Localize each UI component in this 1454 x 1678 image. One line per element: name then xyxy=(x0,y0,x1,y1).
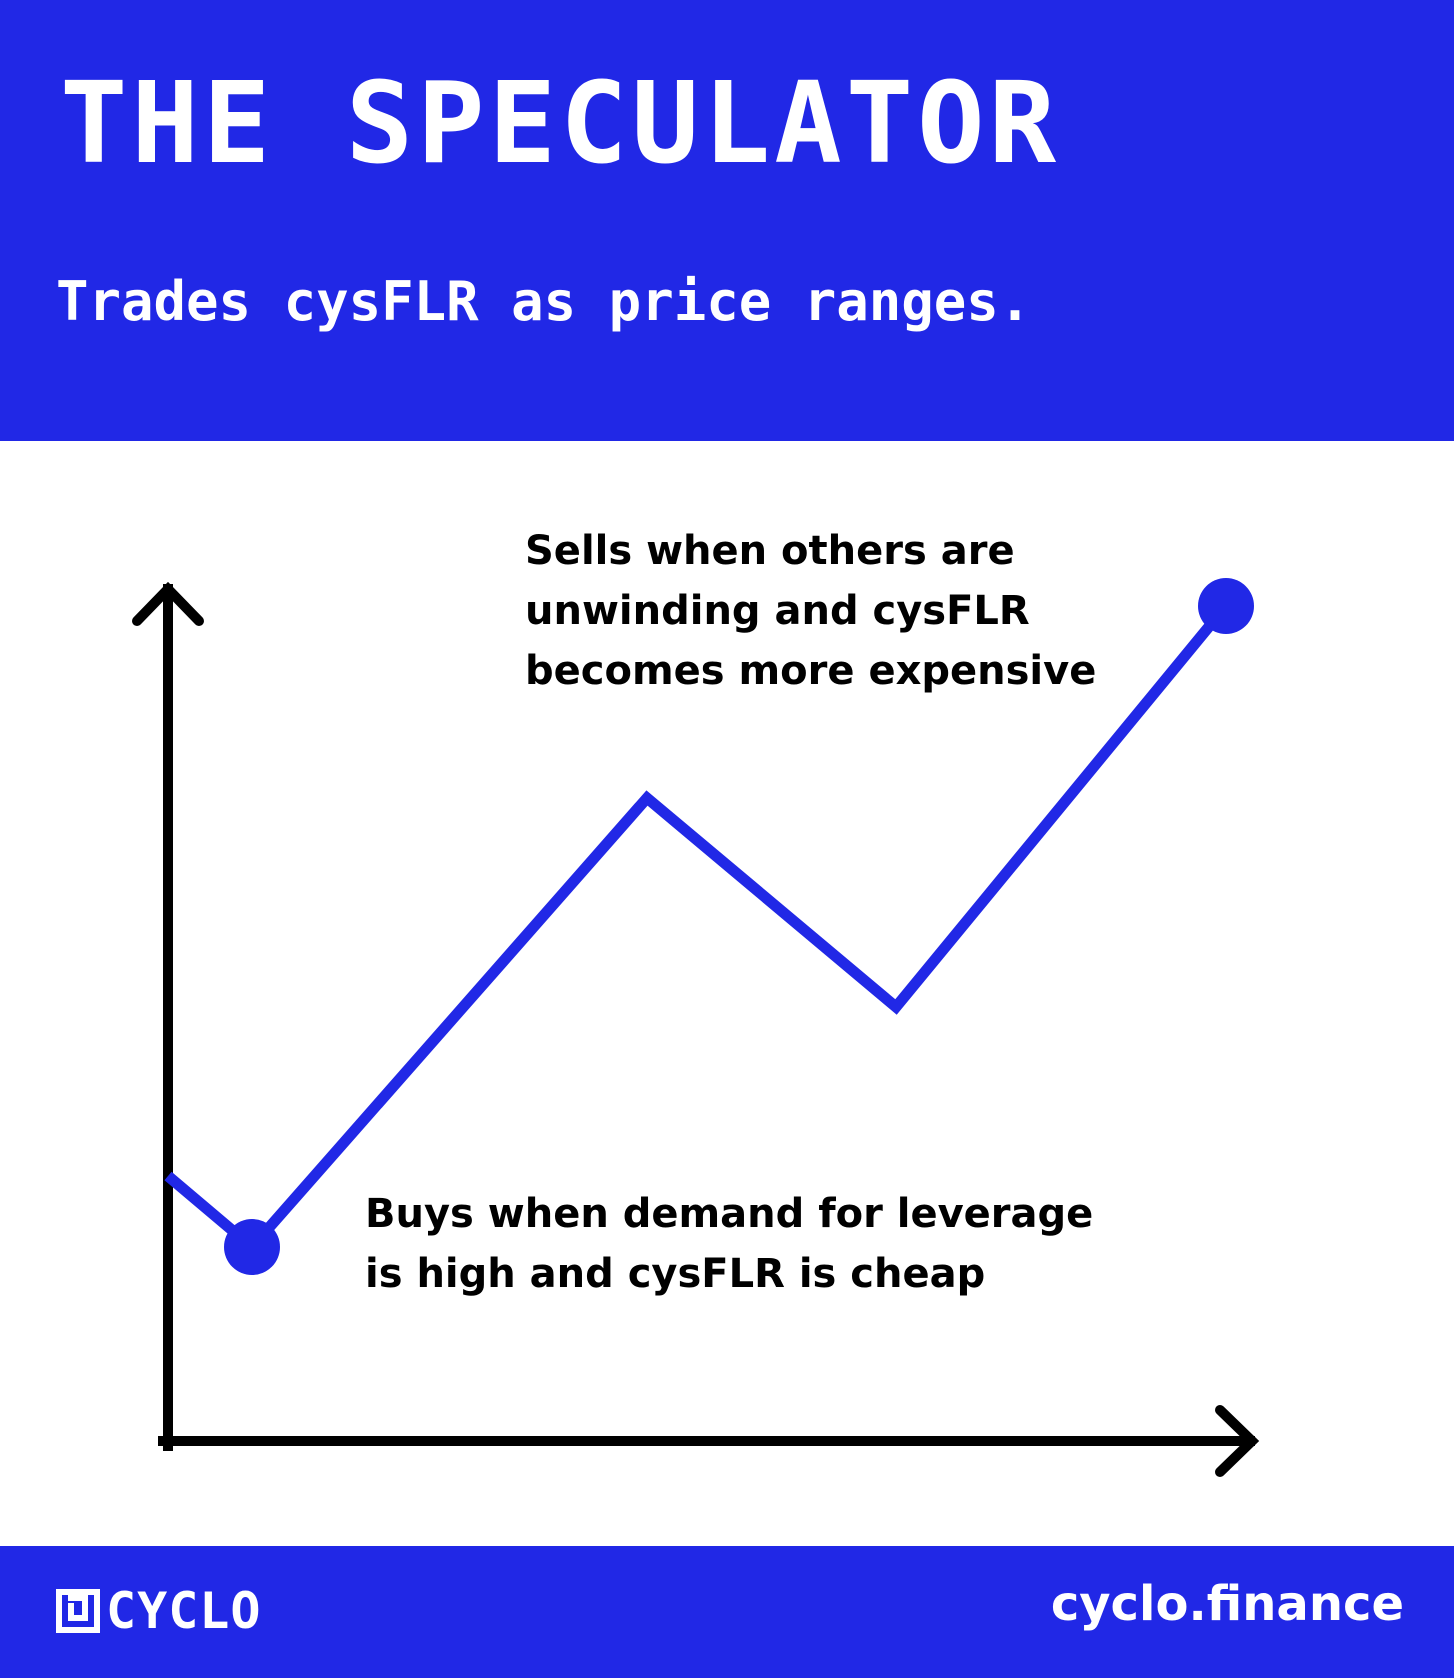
buy-point-marker xyxy=(224,1219,280,1275)
chart-canvas xyxy=(132,578,1260,1477)
y-axis-arrow-icon xyxy=(132,581,204,626)
sell-annotation: Sells when others are unwinding and cysF… xyxy=(525,521,1096,701)
header-banner: THE SPECULATOR Trades cysFLR as price ra… xyxy=(0,0,1454,441)
sell-annotation-line: becomes more expensive xyxy=(525,648,1097,694)
buy-annotation: Buys when demand for leverage is high an… xyxy=(365,1184,1093,1304)
sell-annotation-line: Sells when others are xyxy=(525,528,1015,574)
footer-banner: CYCLO cyclo.finance xyxy=(0,1546,1454,1678)
buy-annotation-line: Buys when demand for leverage xyxy=(365,1191,1094,1237)
sell-annotation-line: unwinding and cysFLR xyxy=(525,588,1030,634)
page-subtitle: Trades cysFLR as price ranges. xyxy=(56,270,1032,333)
x-axis-arrow-icon xyxy=(1215,1405,1260,1477)
website-url: cyclo.finance xyxy=(1050,1576,1404,1632)
page-title: THE SPECULATOR xyxy=(60,59,1061,189)
y-axis xyxy=(132,581,204,1451)
sell-point-marker xyxy=(1198,578,1254,634)
buy-annotation-line: is high and cysFLR is cheap xyxy=(365,1251,986,1297)
cyclo-logo: CYCLO xyxy=(56,1586,262,1636)
price-line xyxy=(164,602,1231,1255)
x-axis xyxy=(158,1405,1260,1477)
price-chart: Sells when others are unwinding and cysF… xyxy=(0,441,1454,1546)
brand-name: CYCLO xyxy=(106,1582,262,1640)
cyclo-spiral-logo-icon xyxy=(56,1589,100,1633)
